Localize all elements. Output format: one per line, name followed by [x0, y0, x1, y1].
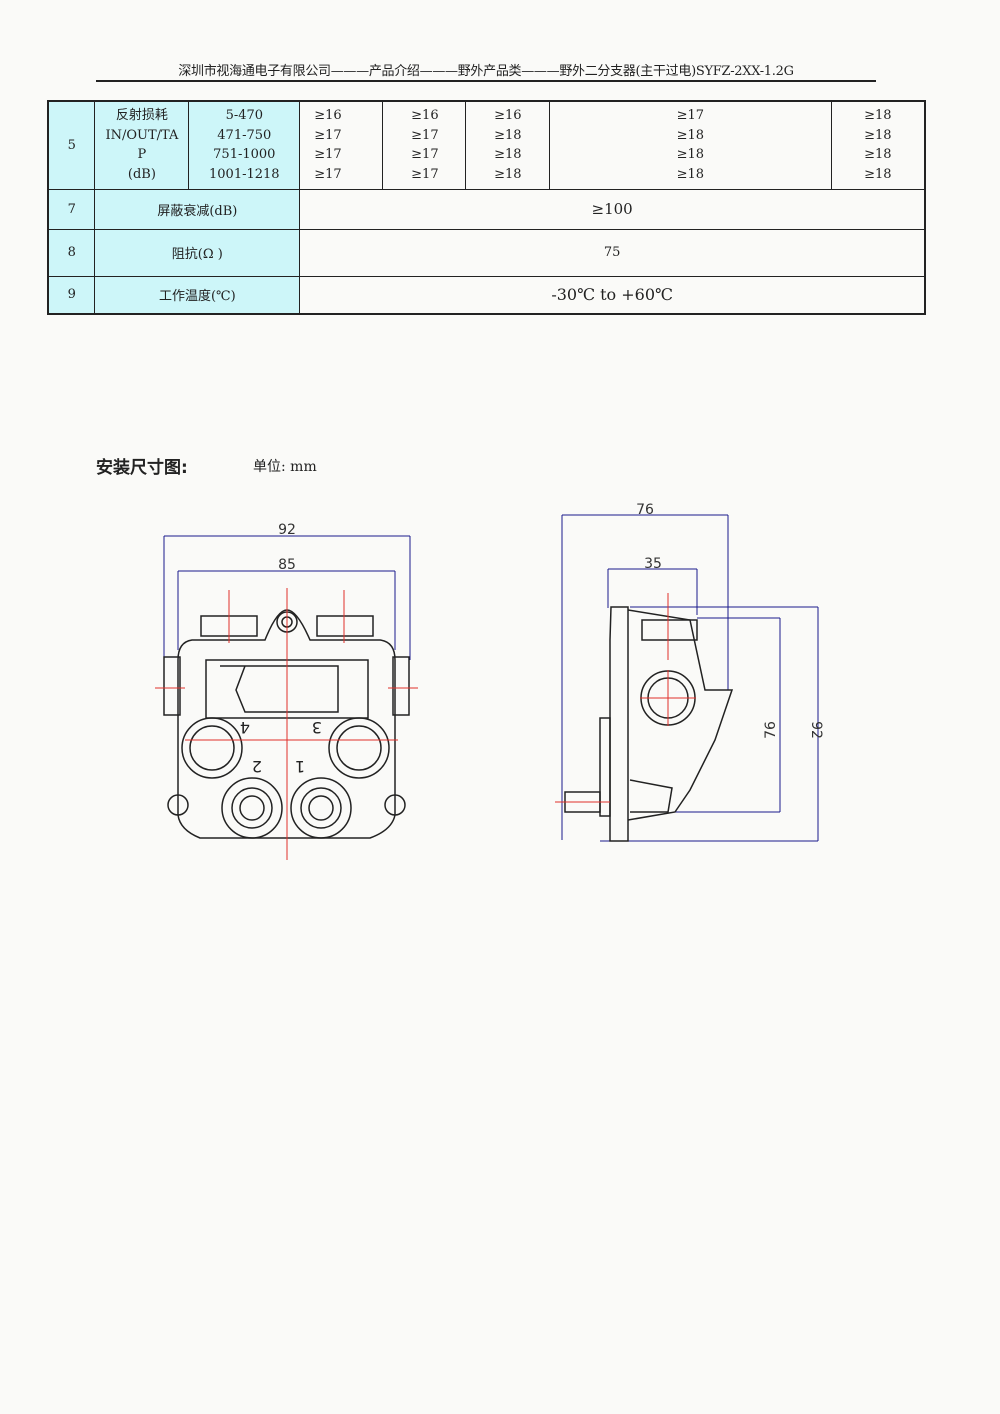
- value-cell: ≥18≥18≥18≥18: [830, 100, 926, 190]
- port-3-label: 3: [312, 718, 322, 737]
- value-cell: -30℃ to +60℃: [299, 275, 926, 315]
- port-2-label: 2: [252, 757, 262, 776]
- dim-85: 85: [278, 557, 296, 573]
- value-cell: ≥17≥18≥18≥18: [549, 100, 832, 190]
- table-row: 9 工作温度(℃) -30℃ to +60℃: [47, 275, 926, 315]
- dim-76-depth: 76: [636, 502, 654, 518]
- front-view: 92 85 4 3 2 1: [155, 522, 418, 860]
- section-title: 安装尺寸图:: [96, 458, 188, 478]
- row-number: 7: [47, 188, 96, 230]
- page-header: 深圳市视海通电子有限公司———产品介绍———野外产品类———野外二分支器(主干过…: [96, 60, 876, 82]
- side-view: 76 35 76 92: [555, 502, 824, 842]
- row-name: 工作温度(℃): [94, 275, 301, 315]
- value-cell: ≥100: [299, 188, 926, 230]
- dim-92-height: 92: [808, 721, 824, 739]
- dim-92: 92: [278, 522, 296, 538]
- value-cell: ≥16≥17≥17≥17: [382, 100, 467, 190]
- row-number: 5: [47, 100, 96, 190]
- value-cell: ≥16≥18≥18≥18: [465, 100, 551, 190]
- table-row: 7 屏蔽衰减(dB) ≥100: [47, 188, 926, 230]
- port-4-label: 4: [240, 718, 250, 737]
- dim-35: 35: [644, 556, 662, 572]
- dim-76-height: 76: [763, 721, 779, 739]
- row-number: 9: [47, 275, 96, 315]
- value-cell: ≥16≥17≥17≥17: [299, 100, 384, 190]
- row-name: 屏蔽衰减(dB): [94, 188, 301, 230]
- row-name: 阻抗(Ω ): [94, 228, 301, 277]
- unit-label: 单位: mm: [253, 459, 317, 475]
- port-1-label: 1: [295, 757, 305, 776]
